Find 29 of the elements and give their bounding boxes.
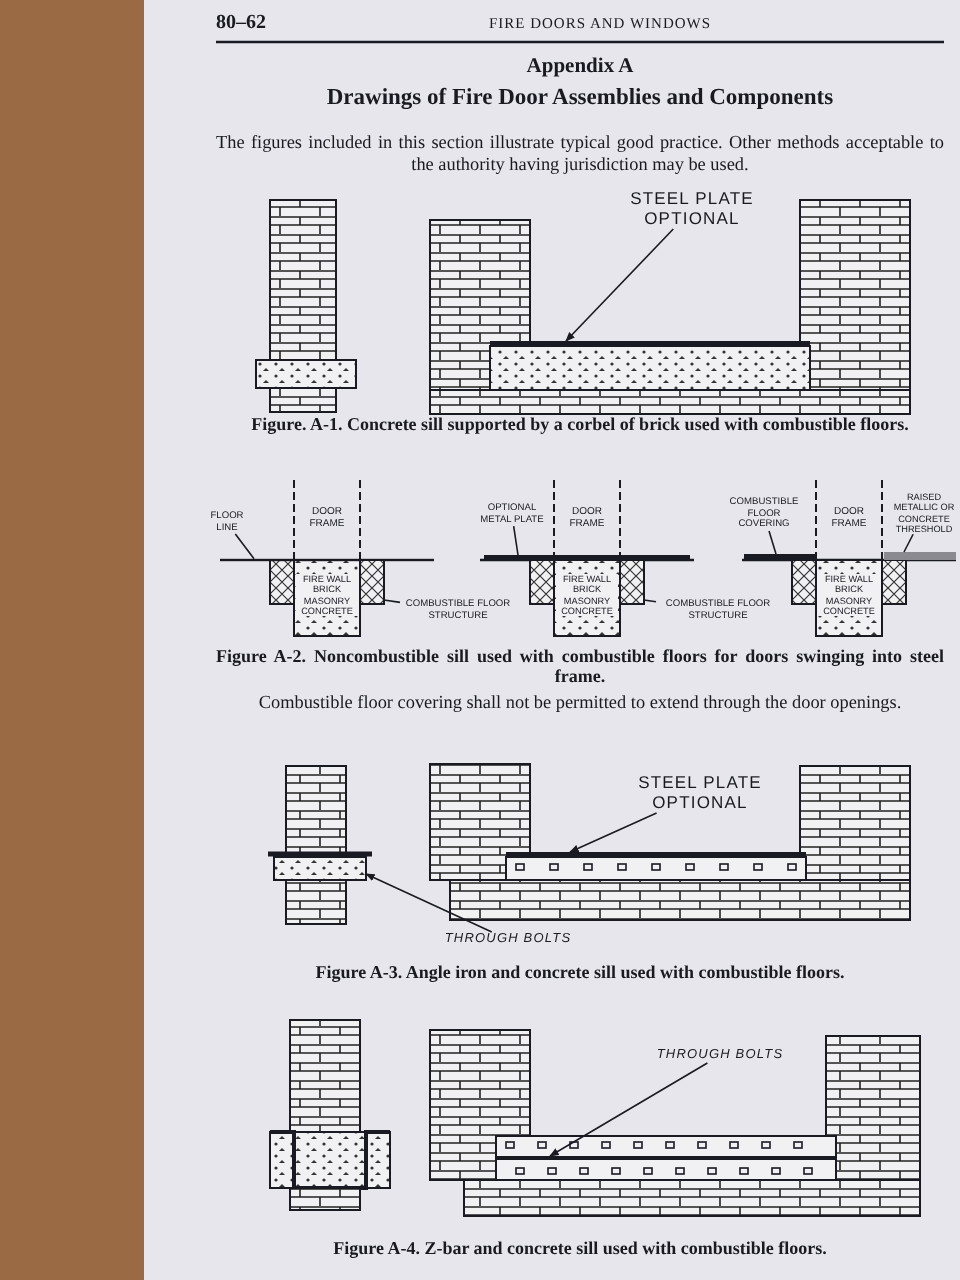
figure-caption: Figure A-3. Angle iron and concrete sill used with combustible floors. — [313, 962, 847, 983]
leader-line — [643, 599, 657, 603]
leader-line — [549, 1062, 709, 1157]
callout-label: STEEL PLATE OPTIONAL — [616, 774, 784, 814]
callout-label: STEEL PLATE OPTIONAL — [610, 190, 774, 230]
floor-covering — [744, 554, 816, 560]
steel-plate — [506, 852, 806, 857]
wood-joist — [359, 559, 385, 605]
leader-line — [365, 873, 493, 933]
leader-line — [565, 228, 675, 342]
leader-line — [768, 530, 777, 555]
leader-line — [569, 812, 658, 853]
threshold — [884, 552, 956, 560]
metal-plate — [484, 555, 690, 560]
concrete-sill — [273, 856, 367, 881]
page-number: 80–62 — [216, 12, 268, 35]
page-title: Drawings of Fire Door Assemblies and Components — [324, 86, 836, 113]
appendix-heading: Appendix A — [524, 56, 636, 81]
intro-paragraph: The figures included in this section illustrate typical good practice. Other methods acceptable to the authority having jurisdiction may be used. — [216, 132, 944, 175]
leader-line — [903, 533, 914, 553]
wood-joist — [619, 559, 645, 605]
figure-caption: Figure. A-1. Concrete sill supported by a corbel of brick used with combustible floors. — [249, 414, 911, 435]
figure-caption: Figure A-4. Z-bar and concrete sill used with combustible floors. — [331, 1238, 829, 1259]
leader-line — [383, 599, 401, 604]
figure-caption: Figure A-2. Noncombustible sill used with combustible floors for doors swinging into steel frame. — [216, 646, 944, 688]
leader-line — [512, 525, 519, 556]
note-paragraph: Combustible floor covering shall not be permitted to extend through the door openings. — [256, 692, 904, 714]
leader-line — [234, 533, 255, 560]
steel-plate — [490, 341, 810, 346]
